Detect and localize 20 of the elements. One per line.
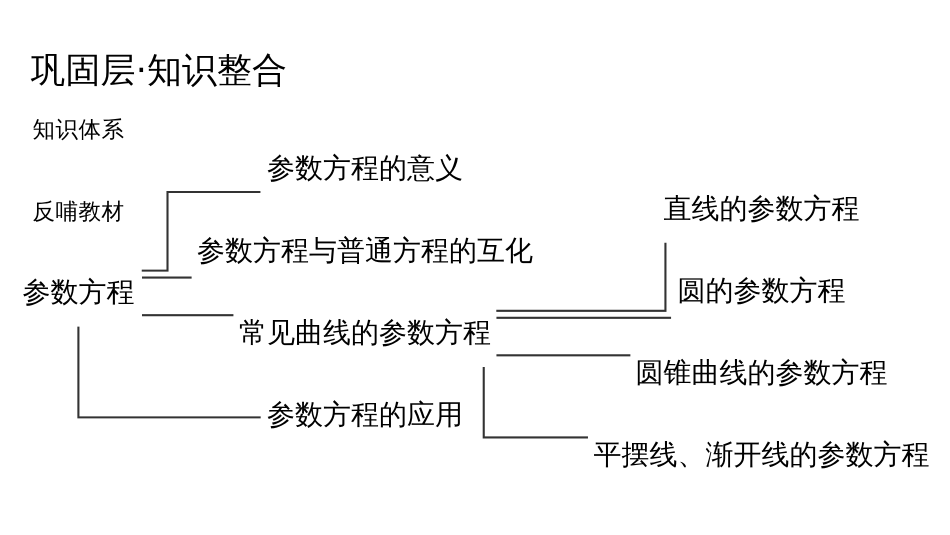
node-text: 参数方程 xyxy=(22,275,134,308)
connector xyxy=(496,242,666,312)
node-text: 参数方程的应用 xyxy=(266,398,463,431)
node-text: 参数方程与普通方程的互化 xyxy=(196,233,533,266)
connector xyxy=(77,326,261,418)
connector xyxy=(142,190,260,272)
diagram-title: 巩固层·知识整合 xyxy=(30,50,287,90)
label: 知识体系 xyxy=(32,116,124,142)
node-text: 平摆线、渐开线的参数方程 xyxy=(594,438,930,471)
connector xyxy=(142,314,234,316)
connector xyxy=(482,366,588,438)
node-text: 常见曲线的参数方程 xyxy=(238,315,491,348)
connector xyxy=(142,276,192,278)
label: 反哺教材 xyxy=(32,198,124,224)
node-text: 参数方程的意义 xyxy=(266,151,463,184)
connector xyxy=(496,354,630,356)
connector xyxy=(496,316,672,318)
node-text: 圆的参数方程 xyxy=(678,273,846,306)
node-text: 圆锥曲线的参数方程 xyxy=(636,356,888,389)
node-text: 直线的参数方程 xyxy=(664,191,860,224)
